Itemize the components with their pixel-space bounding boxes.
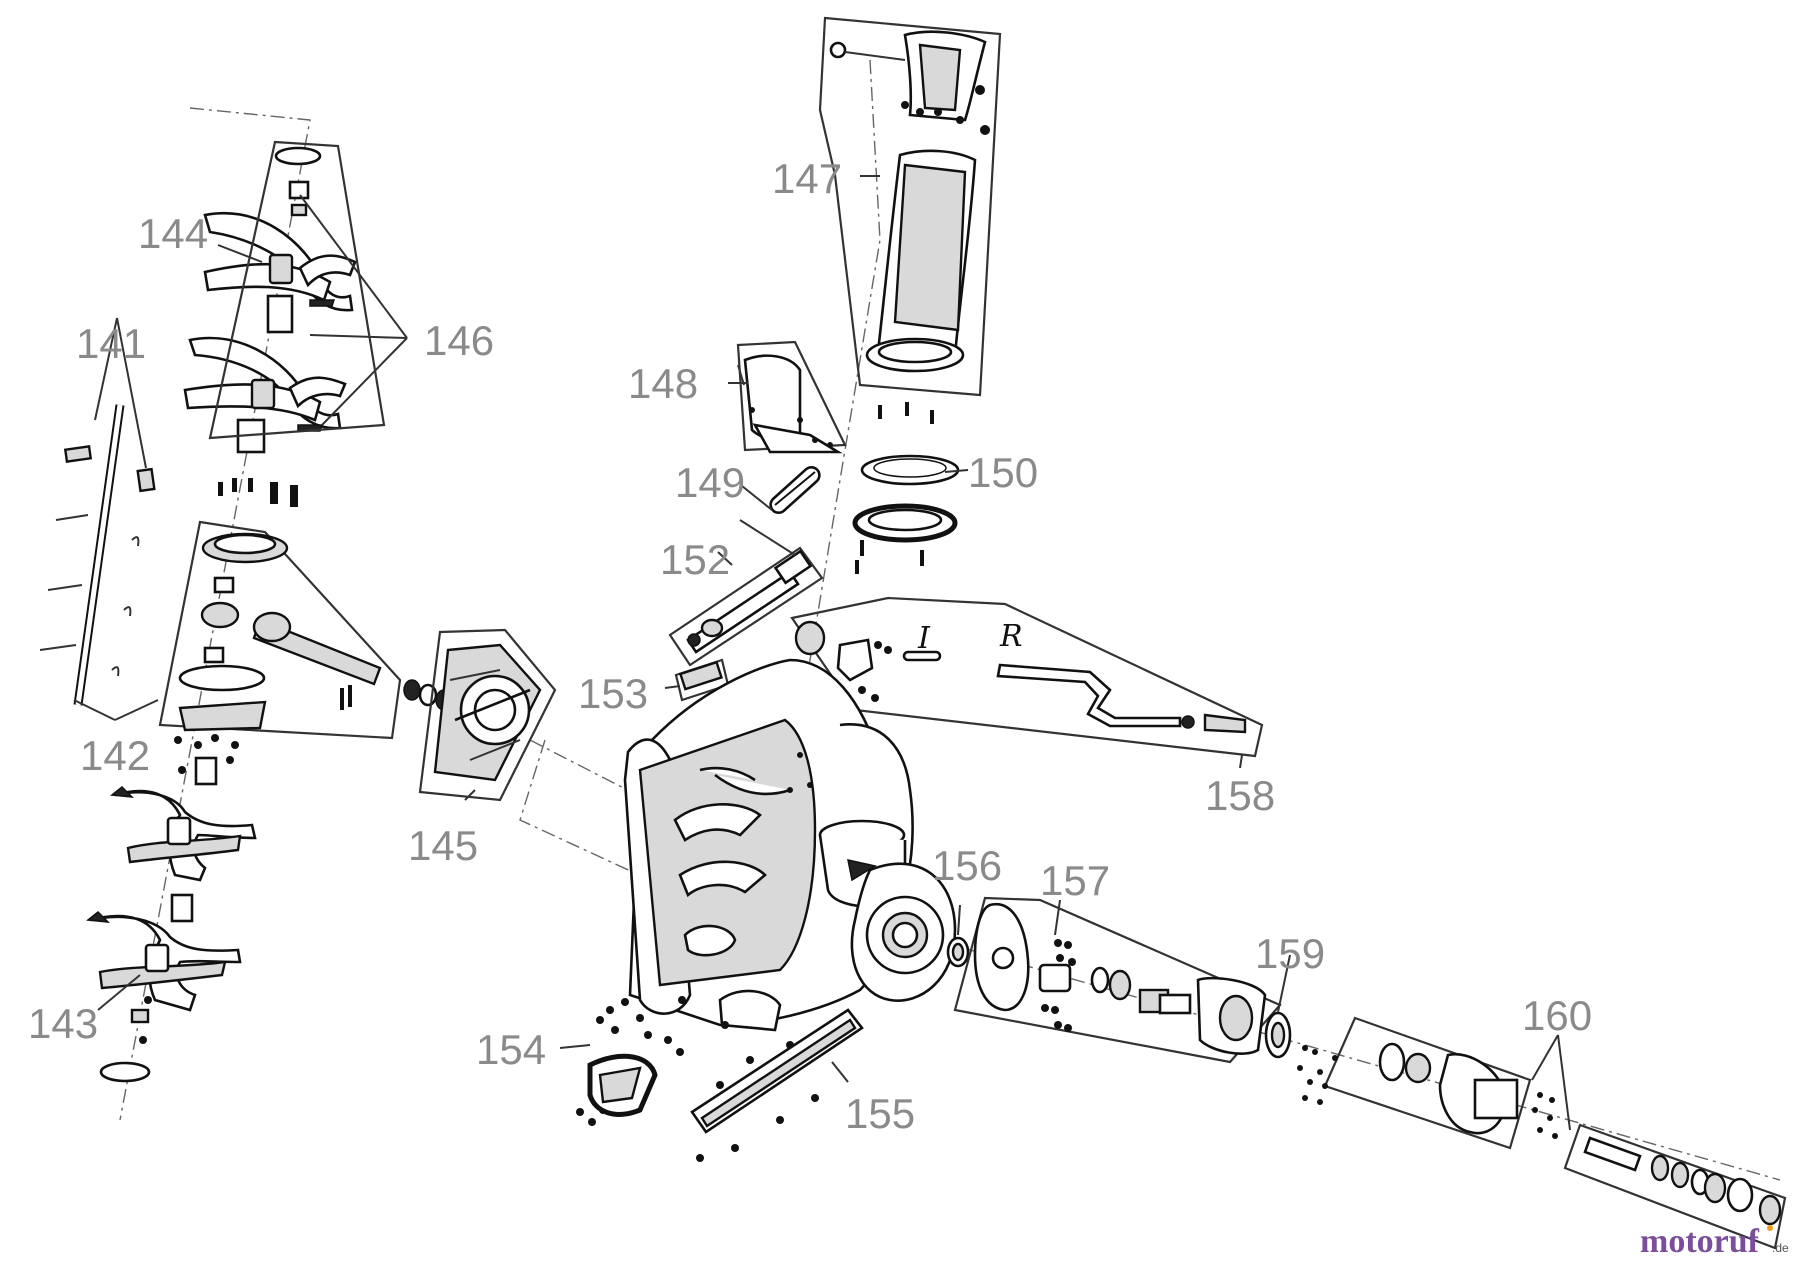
label-142: 142 (80, 732, 150, 779)
label-145: 145 (408, 822, 478, 869)
logo-dot (1767, 1225, 1773, 1231)
gear-housing-right (1297, 1016, 1532, 1150)
watermark-logo: motoruf .de (1640, 1223, 1789, 1260)
auger-group-146-frame (208, 140, 386, 440)
hardware-lower-left (139, 734, 239, 1044)
label-156: 156 (932, 842, 1002, 889)
label-150: 150 (968, 449, 1038, 496)
label-149: 149 (675, 459, 745, 506)
drive-shaft-group-160 (1532, 1092, 1787, 1250)
auger-flight-143b (86, 910, 242, 1012)
label-144: 144 (138, 210, 208, 257)
handwritten-mark-r: R (999, 619, 1023, 654)
blower-housing (623, 658, 957, 1032)
chute-assembly-147 (818, 16, 1002, 397)
label-141: 141 (76, 320, 146, 367)
chute-ring-150 (852, 402, 960, 574)
deflector-pin-149 (769, 465, 821, 515)
seal-156 (946, 936, 970, 968)
logo-suffix: .de (1772, 1241, 1789, 1255)
label-154: 154 (476, 1026, 546, 1073)
hardware-bottom (576, 996, 819, 1162)
crank-assembly-152 (668, 546, 824, 667)
label-159: 159 (1255, 930, 1325, 977)
auger-flight-146 (183, 336, 347, 432)
label-153: 153 (578, 670, 648, 717)
deflector-group-148 (736, 340, 847, 454)
logo-text: motoruf (1640, 1223, 1760, 1260)
label-143: 143 (28, 1000, 98, 1047)
gear-housing-145 (418, 628, 557, 802)
label-160: 160 (1522, 992, 1592, 1039)
crank-rod-assembly-158: I R (790, 596, 1264, 758)
auger-flight-144 (203, 212, 357, 312)
label-157: 157 (1040, 857, 1110, 904)
label-147: 147 (772, 155, 842, 202)
bearing-group-157 (953, 896, 1282, 1064)
label-148: 148 (628, 360, 698, 407)
auger-flight-143a (110, 785, 257, 882)
leader-lines (73, 175, 1571, 1131)
label-155: 155 (845, 1090, 915, 1137)
gasket-159 (1264, 1011, 1292, 1059)
label-152: 152 (660, 536, 730, 583)
label-146: 146 (424, 317, 494, 364)
part-number-labels: 144 141 146 142 145 143 147 148 149 150 … (28, 155, 1592, 1137)
handwritten-mark-i: I (917, 621, 931, 656)
auger-shaft-141 (39, 404, 156, 706)
label-158: 158 (1205, 772, 1275, 819)
scraper-bar-155 (690, 1008, 864, 1134)
skid-shoe-154 (587, 1053, 658, 1117)
gearbox-group-142 (158, 520, 453, 740)
